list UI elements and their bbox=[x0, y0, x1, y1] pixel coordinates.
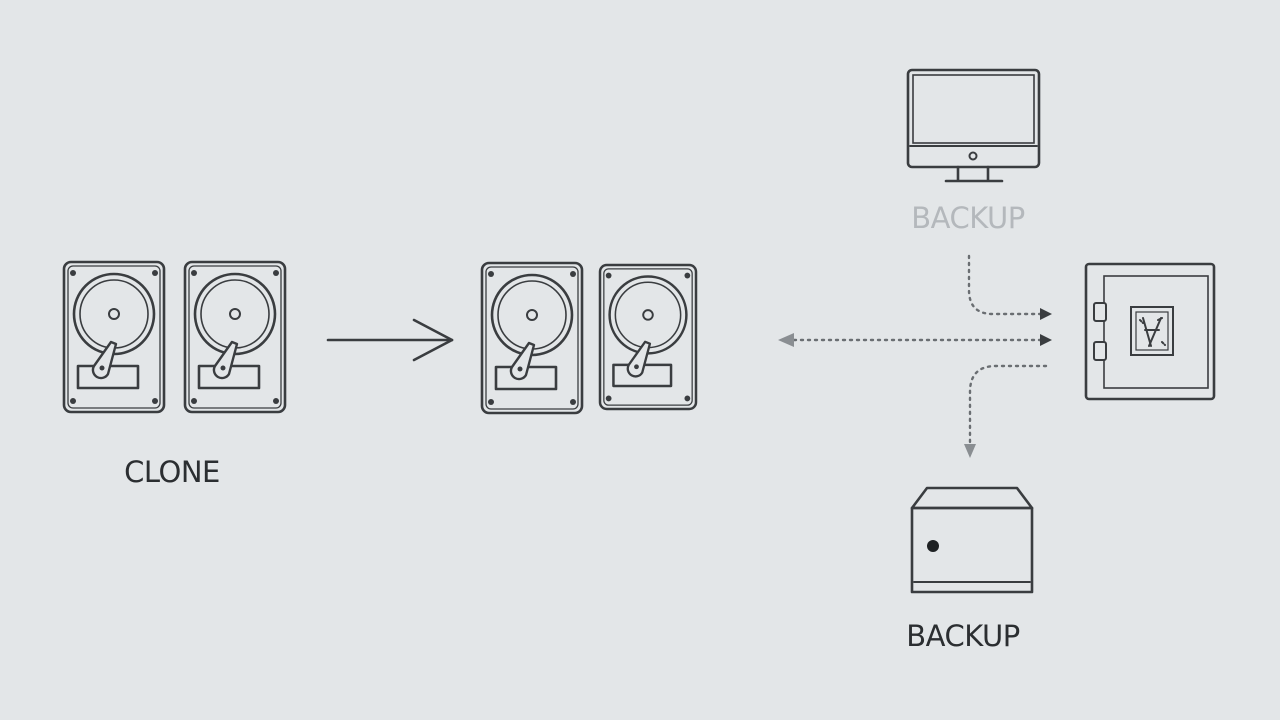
arrowhead-icon bbox=[778, 333, 794, 347]
target-drive-2-icon bbox=[598, 263, 698, 411]
source-drive-2-icon bbox=[183, 260, 287, 414]
clone-arrow-icon bbox=[326, 318, 454, 362]
backup-top-label: BACKUP bbox=[911, 201, 1025, 235]
arrowhead-icon bbox=[964, 444, 976, 458]
safe-icon bbox=[1084, 262, 1216, 401]
backup-bottom-label: BACKUP bbox=[906, 619, 1020, 653]
target-drive-1-icon bbox=[480, 261, 584, 415]
source-drive-1-icon bbox=[62, 260, 166, 414]
monitor-icon bbox=[906, 68, 1041, 183]
arrowhead-icon bbox=[1040, 334, 1052, 346]
external-drive-icon bbox=[910, 486, 1034, 594]
arrowhead-icon bbox=[1040, 308, 1052, 320]
dotted-flow-lines bbox=[778, 254, 1052, 458]
clone-label: CLONE bbox=[124, 455, 220, 489]
